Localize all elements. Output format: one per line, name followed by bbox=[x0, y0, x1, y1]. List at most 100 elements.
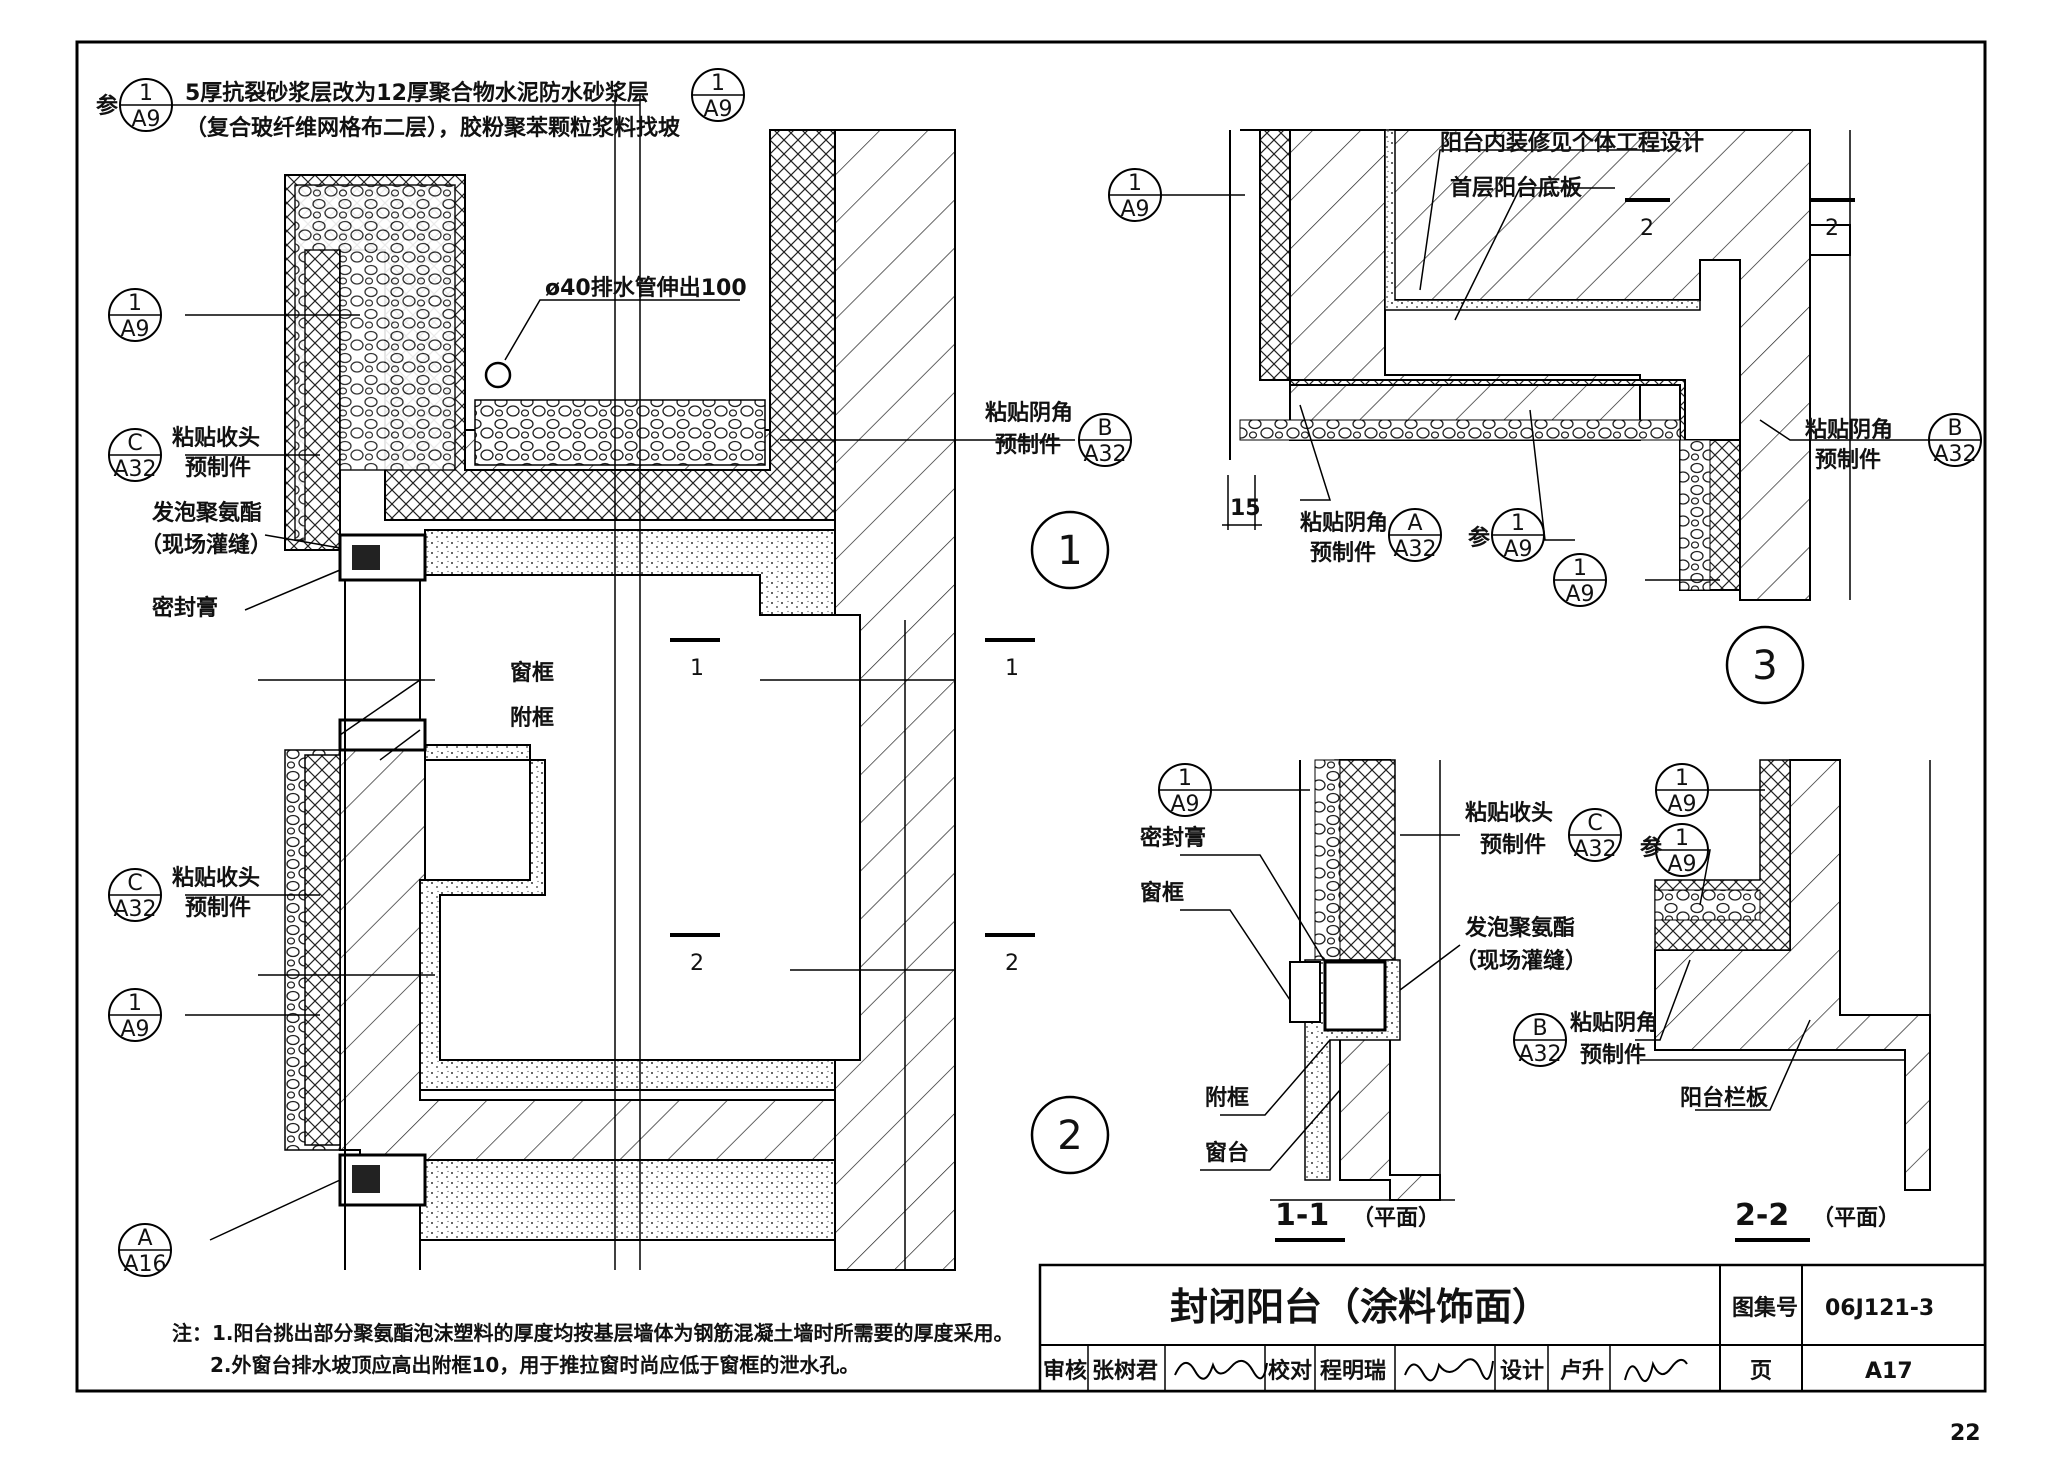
dim-15-label: 15 bbox=[1230, 496, 1261, 521]
sub-frame-label-1: 附框 bbox=[510, 705, 554, 731]
ref-bottom-2: A9 bbox=[703, 97, 732, 122]
section-1-1 bbox=[1158, 759, 1622, 1242]
balcony-board-label: 阳台栏板 bbox=[1680, 1085, 1769, 1111]
ref-bottom-5: A32 bbox=[1083, 442, 1126, 467]
ref-top-4: C bbox=[127, 431, 142, 456]
checker-name: 程明瑞 bbox=[1320, 1359, 1386, 1384]
ref-bottom-14: A9 bbox=[1170, 792, 1199, 817]
ref-top-1: 1 bbox=[139, 81, 153, 106]
section-mark-3-right: 2 bbox=[1825, 216, 1839, 241]
ref-top-12: 1 bbox=[1511, 511, 1525, 536]
design-label: 设计 bbox=[1500, 1359, 1544, 1384]
ref-top-9: 1 bbox=[1128, 171, 1142, 196]
check-label: 校对 bbox=[1268, 1358, 1312, 1384]
sheet-page-number: 22 bbox=[1950, 1421, 1981, 1446]
ref-bottom-15: A32 bbox=[1573, 837, 1616, 862]
ref-prefix-3: 参 bbox=[1468, 525, 1490, 551]
ref-bottom-6: A32 bbox=[113, 897, 156, 922]
foam-label-2: 发泡聚氨酯 bbox=[1464, 915, 1575, 941]
paste-cap-label-1: 粘贴收头 bbox=[172, 425, 260, 451]
window-frame-label-2: 窗框 bbox=[1140, 880, 1184, 906]
drawing-title: 封闭阳台（涂料饰面） bbox=[1170, 1285, 1550, 1329]
section-2-2 bbox=[1513, 759, 1931, 1242]
detail-1-number: 1 bbox=[1057, 528, 1082, 574]
ref-top-10: B bbox=[1947, 416, 1962, 441]
ref-bottom-11: A32 bbox=[1393, 537, 1436, 562]
ref-bubble-a-a16 bbox=[118, 1223, 172, 1277]
paste-cap-label-1b: 预制件 bbox=[185, 456, 251, 481]
section-mark-1-right: 1 bbox=[1005, 656, 1019, 681]
title-block bbox=[1038, 1263, 1987, 1393]
ref-bottom-8: A16 bbox=[123, 1252, 166, 1277]
ref-bubble-c-a32-2 bbox=[108, 868, 162, 922]
top-note-line2: （复合玻纤维网格布二层），胶粉聚苯颗粒浆料找坡 bbox=[185, 115, 680, 141]
ref-top-3: 1 bbox=[128, 291, 142, 316]
ref-bubble-3-a9-b bbox=[1491, 508, 1545, 562]
top-note-line1: 5厚抗裂砂浆层改为12厚聚合物水泥防水砂浆层 bbox=[185, 80, 649, 106]
ref-bubble-3-a9-c bbox=[1553, 553, 1607, 607]
paste-corner-label-1: 粘贴阴角 bbox=[985, 400, 1073, 426]
ref-top-8: A bbox=[137, 1226, 152, 1251]
sub-frame-label-2: 附框 bbox=[1205, 1085, 1249, 1111]
inner-finish-label: 阳台内装修见个体工程设计 bbox=[1440, 130, 1704, 156]
section-mark-2-left: 2 bbox=[690, 951, 704, 976]
ref-top-17: 1 bbox=[1675, 826, 1689, 851]
ref-bottom-18: A32 bbox=[1518, 1042, 1561, 1067]
ref-bottom-4: A32 bbox=[113, 457, 156, 482]
foam-label-2b: （现场灌缝） bbox=[1455, 948, 1587, 974]
ref-bottom-7: A9 bbox=[120, 1017, 149, 1042]
reviewer-signature bbox=[1174, 1360, 1268, 1380]
detail-1-2 bbox=[108, 68, 1132, 1277]
ref-top-11: A bbox=[1407, 511, 1422, 536]
ref-bottom-1: A9 bbox=[131, 107, 160, 132]
ref-bubble-22-a9-b bbox=[1655, 823, 1709, 877]
ref-top-2: 1 bbox=[711, 71, 725, 96]
detail-2-number: 2 bbox=[1057, 1113, 1082, 1159]
designer-signature bbox=[1624, 1358, 1688, 1383]
ref-bubble-a9-mid bbox=[108, 288, 162, 342]
section-11-tag: （平面） bbox=[1352, 1206, 1440, 1231]
paste-corner-label-4b: 预制件 bbox=[1310, 541, 1376, 566]
note-line-1: 注：1.阳台挑出部分聚氨酯泡沫塑料的厚度均按基层墙体为钢筋混凝土墙时所需要的厚度… bbox=[172, 1321, 1014, 1345]
ref-top-18: B bbox=[1532, 1016, 1547, 1041]
section-22-tag: （平面） bbox=[1812, 1206, 1900, 1231]
ref-top-7: 1 bbox=[128, 991, 142, 1016]
ref-bottom-13: A9 bbox=[1565, 582, 1594, 607]
detail-2-circle bbox=[1030, 1095, 1110, 1175]
note-line-2: 2.外窗台排水坡顶应高出附框10，用于推拉窗时尚应低于窗框的泄水孔。 bbox=[210, 1353, 859, 1377]
ref-bubble-a9-low bbox=[108, 988, 162, 1042]
ref-bottom-16: A9 bbox=[1667, 792, 1696, 817]
ref-bubble-3-b-a32 bbox=[1928, 413, 1982, 467]
window-sill-label: 窗台 bbox=[1205, 1140, 1249, 1166]
paste-corner-label-5b: 预制件 bbox=[1580, 1043, 1646, 1068]
section-22-number: 2-2 bbox=[1735, 1198, 1789, 1233]
paste-cap-label-2b: 预制件 bbox=[185, 896, 251, 921]
paste-cap-label-3b: 预制件 bbox=[1480, 833, 1546, 858]
detail-3 bbox=[1108, 129, 1982, 705]
ref-top-5: B bbox=[1097, 416, 1112, 441]
ref-bubble-a9-top bbox=[119, 78, 173, 132]
review-label: 审核 bbox=[1043, 1358, 1087, 1384]
ref-bottom-10: A32 bbox=[1933, 442, 1976, 467]
detail-3-circle bbox=[1725, 625, 1805, 705]
paste-corner-label-4: 粘贴阴角 bbox=[1300, 510, 1388, 536]
sheet-border bbox=[75, 40, 1987, 1393]
paste-corner-label-5: 粘贴阴角 bbox=[1570, 1010, 1658, 1036]
ref-bottom-3: A9 bbox=[120, 317, 149, 342]
section-mark-1-left: 1 bbox=[690, 656, 704, 681]
window-frame-label-1: 窗框 bbox=[510, 660, 554, 686]
paste-corner-label-3b: 预制件 bbox=[1815, 448, 1881, 473]
section-mark-2-right: 2 bbox=[1005, 951, 1019, 976]
section-mark-3-left: 2 bbox=[1640, 216, 1654, 241]
ref-top-14: 1 bbox=[1178, 766, 1192, 791]
atlas-label: 图集号 bbox=[1732, 1295, 1798, 1321]
ref-bottom-17: A9 bbox=[1667, 852, 1696, 877]
checker-signature bbox=[1404, 1358, 1494, 1382]
ref-bubble-22-b-a32 bbox=[1513, 1013, 1567, 1067]
paste-corner-label-3: 粘贴阴角 bbox=[1805, 417, 1893, 443]
text-layer: 参 5厚抗裂砂浆层改为12厚聚合物水泥防水砂浆层 （复合玻纤维网格布二层），胶粉… bbox=[96, 71, 1981, 1446]
ref-top-16: 1 bbox=[1675, 766, 1689, 791]
section-11-number: 1-1 bbox=[1275, 1198, 1329, 1233]
ref-bottom-12: A9 bbox=[1503, 537, 1532, 562]
